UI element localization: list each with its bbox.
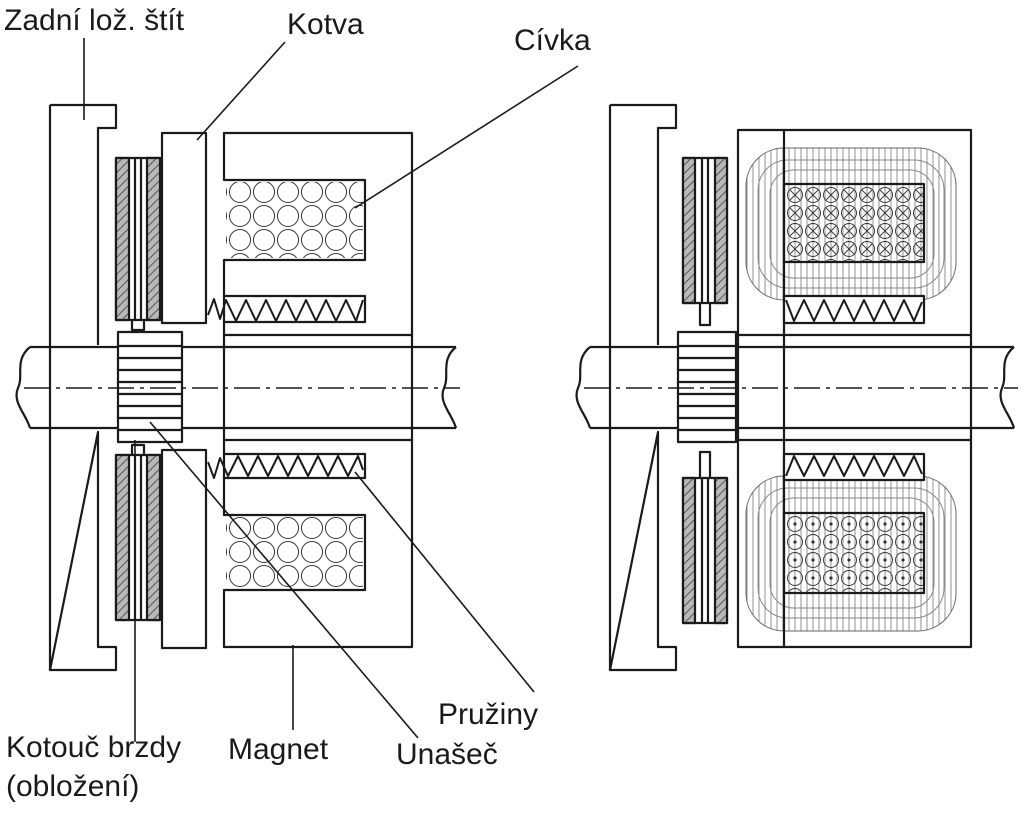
spring-left-bottom [207,455,364,479]
spring-right-top [785,299,923,322]
coil-left-bottom [226,517,363,588]
brake-disc-right-top [681,156,729,327]
brake-disc-left-bottom [114,453,162,622]
label-brake-disc-lining: (obložení) [6,770,140,803]
leader-coil [354,65,579,209]
shaft-right [575,335,1016,440]
label-hub: Unašeč [396,738,498,771]
brake-disc-right-bottom [681,450,729,625]
label-magnet: Magnet [228,733,329,766]
leader-springs [354,471,535,693]
hub-left [116,330,184,444]
leader-hub [149,421,419,739]
coil-left-top [226,182,363,258]
label-rear-shield: Zadní lož. štít [4,4,185,37]
armature-left-bottom [160,448,208,650]
spring-right-bottom [785,455,923,477]
magnet-right-bottom [736,438,973,649]
left-view [15,103,460,672]
right-view [575,103,1018,672]
magnet-left-bottom [222,438,414,649]
magnet-left-top [222,131,414,337]
label-springs: Pružiny [438,698,539,731]
leader-armature [196,41,286,141]
armature-left-top [160,131,208,325]
spring-left-top [207,298,364,322]
brake-disc-left-top [114,156,162,322]
label-brake-disc: Kotouč brzdy [6,731,182,764]
shaft-left [15,335,458,440]
magnet-right-top [736,128,973,337]
hub-right [676,330,738,444]
label-coil: Cívka [514,24,591,57]
label-armature: Kotva [287,8,364,41]
leader-lines [83,38,579,742]
